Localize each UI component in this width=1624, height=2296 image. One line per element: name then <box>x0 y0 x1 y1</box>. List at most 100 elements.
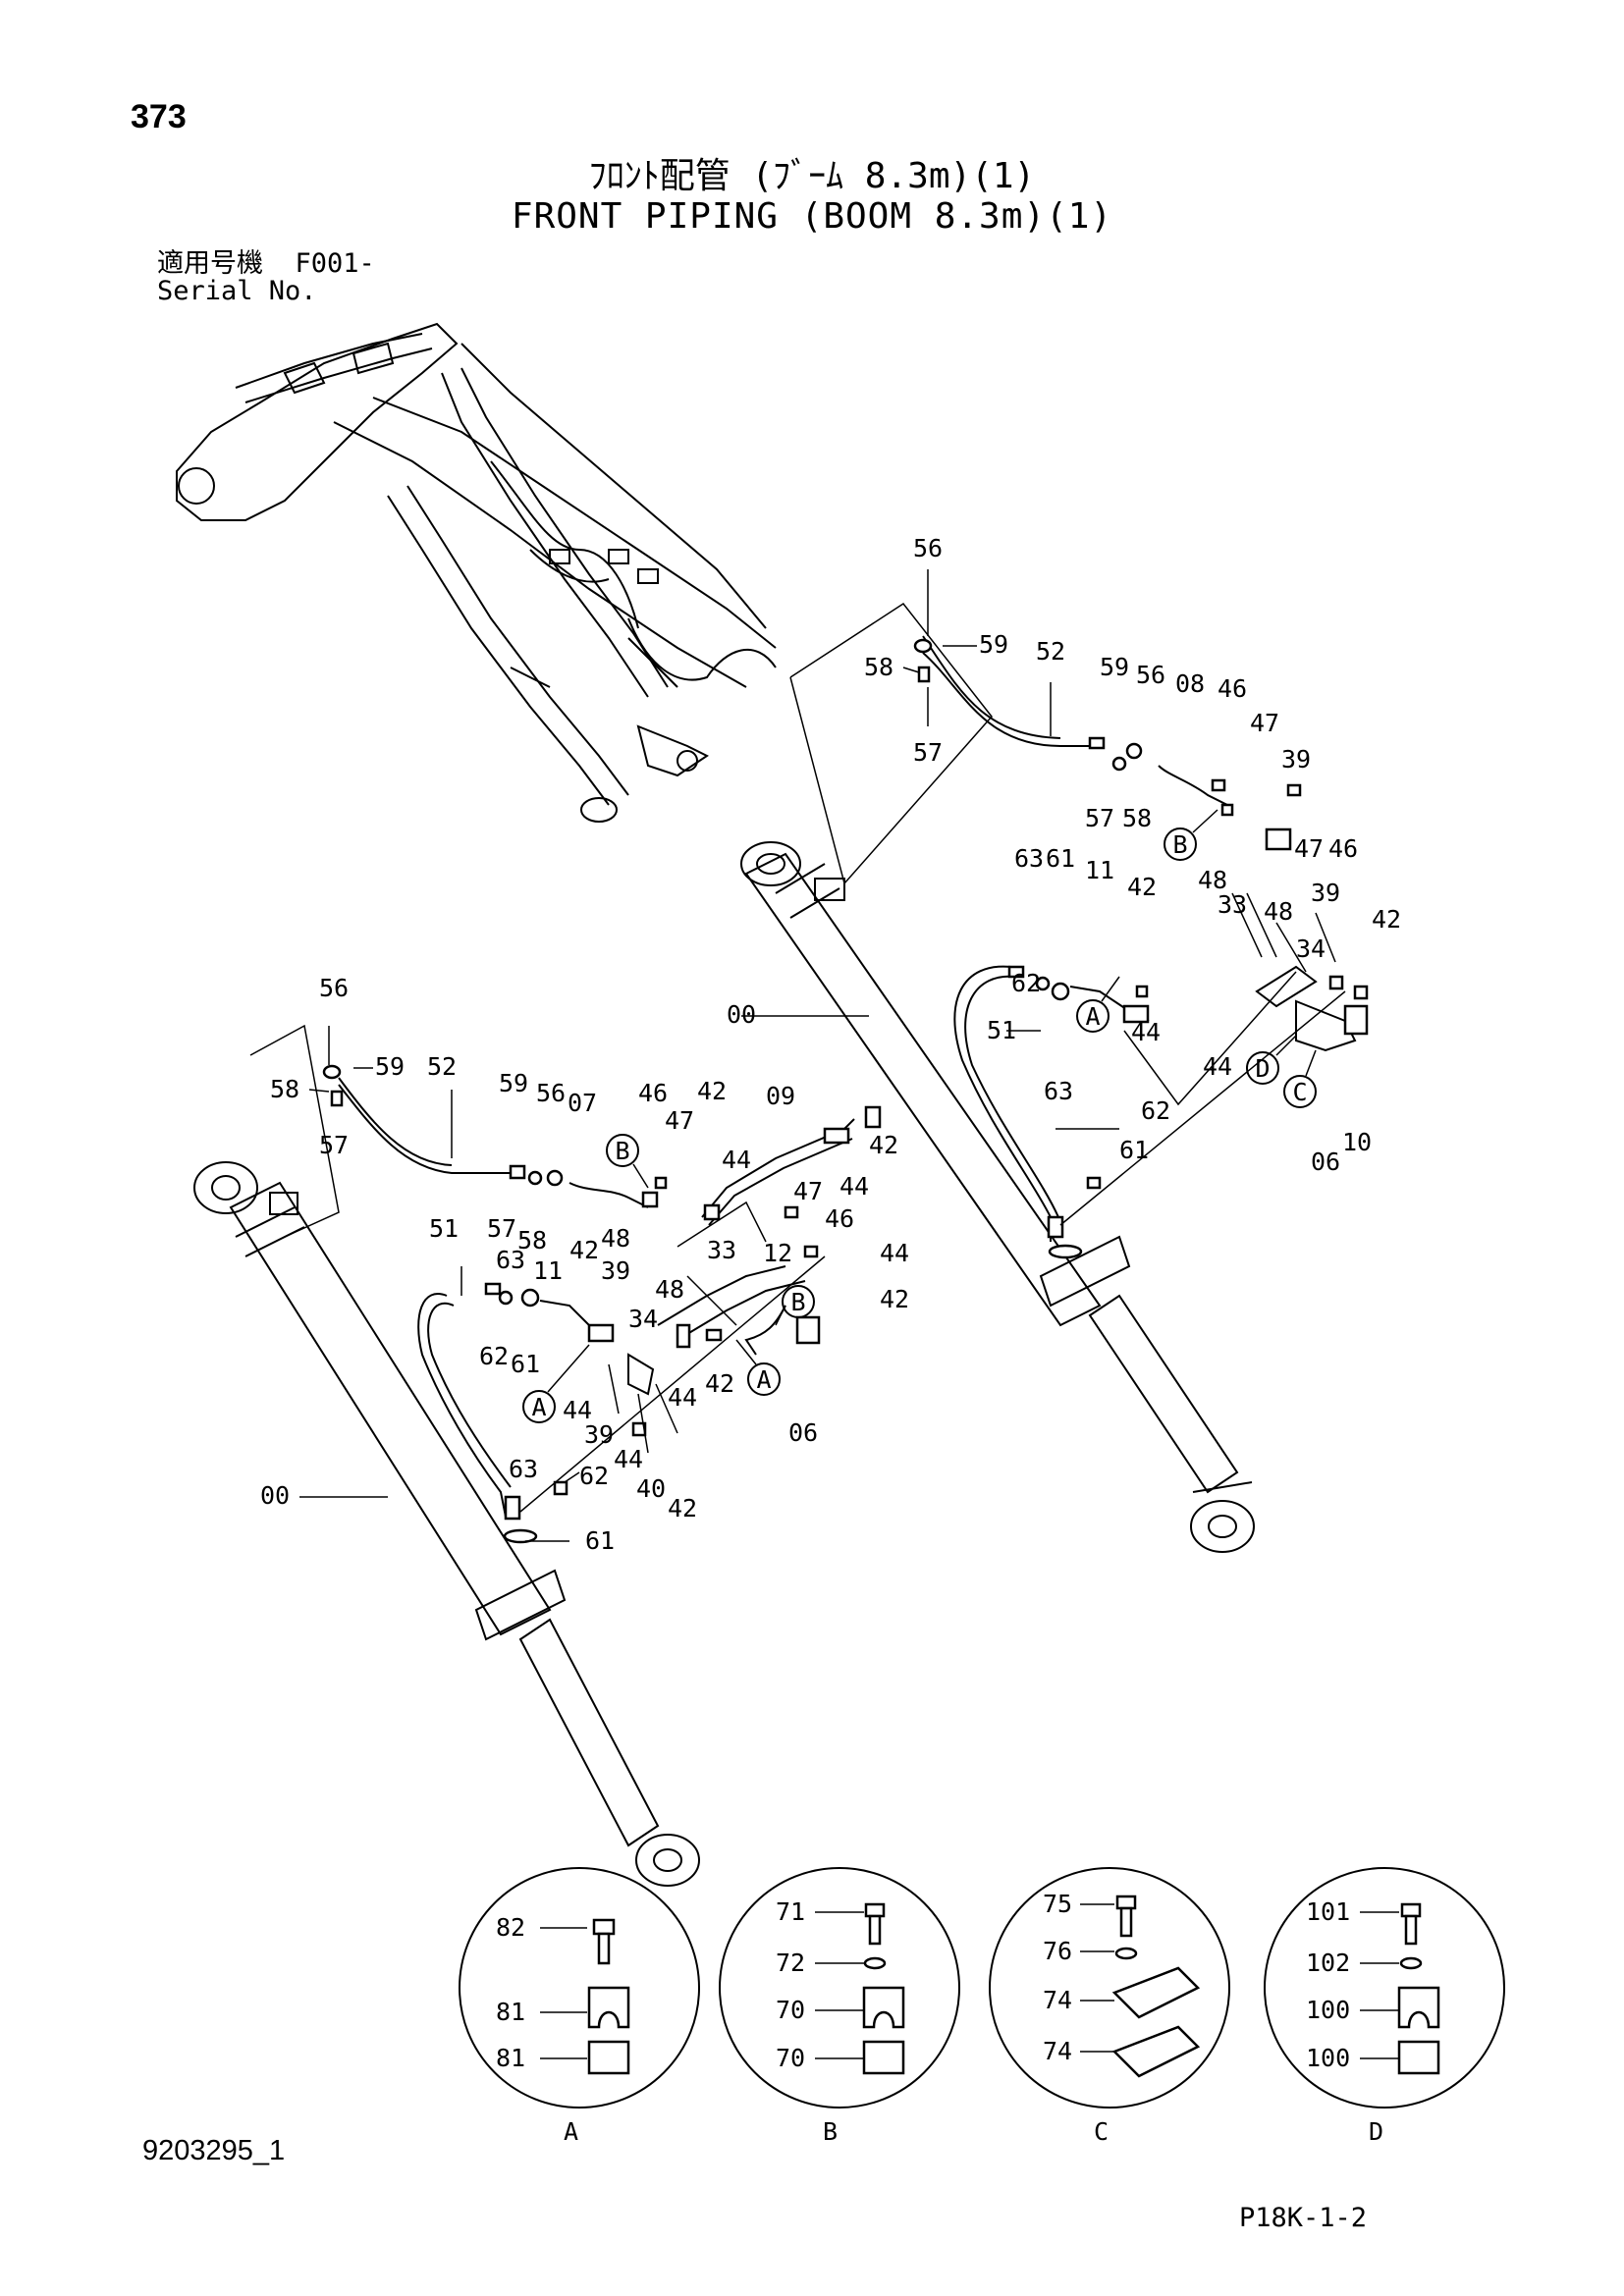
callout: 61 <box>585 1526 615 1555</box>
callout: 34 <box>628 1305 658 1333</box>
detail-c-part-3: 74 <box>1043 1986 1072 2014</box>
callout: 44 <box>722 1146 751 1174</box>
serial-number-block: 適用号機 F001- Serial No. <box>157 250 375 305</box>
callout: 44 <box>614 1445 643 1473</box>
detail-d-part-1: 101 <box>1306 1897 1350 1926</box>
callout: 62 <box>579 1462 609 1490</box>
callout: 63 <box>496 1246 525 1274</box>
callout: 56 <box>536 1079 566 1107</box>
callout: 00 <box>260 1481 290 1510</box>
bubble-c-right: C <box>1283 1049 1317 1108</box>
detail-b-part-2: 72 <box>776 1949 805 1977</box>
callout: 59 <box>375 1052 405 1081</box>
callout: 07 <box>568 1089 597 1117</box>
detail-a-part-2: 81 <box>496 1998 525 2026</box>
left-boom-cylinder <box>193 1161 700 1887</box>
callout: 48 <box>601 1224 630 1253</box>
callout: 06 <box>1311 1148 1340 1176</box>
detail-view-c: 75 76 74 74 C <box>989 1867 1230 2146</box>
callout: 46 <box>638 1079 668 1107</box>
letter-bubbles: B A D C B B A A <box>522 809 1317 1423</box>
callout: 57 <box>1085 804 1114 832</box>
page-title-japanese: ﾌﾛﾝﾄ配管 (ﾌﾞｰﾑ 8.3m)(1) <box>588 156 1036 196</box>
callout: 57 <box>913 738 943 767</box>
callout: 62 <box>1011 969 1041 997</box>
callout: 44 <box>1131 1018 1161 1046</box>
callout: 42 <box>697 1077 727 1105</box>
detail-b-part-3: 70 <box>776 1996 805 2024</box>
callout: 33 <box>707 1236 736 1264</box>
detail-b-label: B <box>823 2117 838 2146</box>
detail-view-a: 82 81 81 A <box>459 1867 700 2146</box>
callout: 52 <box>427 1052 457 1081</box>
callout: 48 <box>1264 897 1293 926</box>
leader-lines <box>299 569 1119 1542</box>
callout: 63 <box>1044 1077 1073 1105</box>
callout: 62 <box>1141 1096 1170 1125</box>
callout: 61 <box>511 1350 540 1378</box>
callout: 12 <box>763 1239 792 1267</box>
callout: 63 <box>509 1455 538 1483</box>
callout: 42 <box>668 1494 697 1522</box>
callout: 42 <box>1372 905 1401 934</box>
bubble-b-right: B <box>1164 809 1218 861</box>
callout: 39 <box>1311 879 1340 907</box>
callout: 59 <box>499 1069 528 1097</box>
callout: 10 <box>1342 1128 1372 1156</box>
serial-row-japanese: 適用号機 F001- <box>157 250 375 278</box>
callout: 63 <box>1014 844 1044 873</box>
page-title-english: FRONT PIPING (BOOM 8.3m)(1) <box>511 196 1113 237</box>
detail-a-label: A <box>564 2117 578 2146</box>
callout: 44 <box>563 1396 592 1424</box>
callout: 58 <box>1122 804 1152 832</box>
detail-view-d: 101 102 100 100 D <box>1264 1867 1505 2146</box>
callout: 48 <box>1198 866 1227 894</box>
callout: 48 <box>655 1275 684 1304</box>
bubble-letter: C <box>1292 1078 1307 1106</box>
detail-c-part-1: 75 <box>1043 1890 1072 1918</box>
callout: 51 <box>987 1016 1016 1044</box>
callout: 44 <box>668 1383 697 1412</box>
callout-numbers: 56 59 58 57 52 59 56 08 46 47 39 57 58 4… <box>260 534 1401 1555</box>
page-number: 373 <box>131 98 187 135</box>
detail-c-label: C <box>1094 2117 1109 2146</box>
detail-a-part-1: 82 <box>496 1913 525 1942</box>
callout: 59 <box>1100 653 1129 681</box>
bubble-a-center: A <box>735 1339 781 1396</box>
callout: 11 <box>533 1256 563 1285</box>
callout: 52 <box>1036 637 1065 666</box>
callout: 56 <box>319 974 349 1002</box>
detail-c-part-4: 74 <box>1043 2037 1072 2065</box>
callout: 09 <box>766 1082 795 1110</box>
callout: 47 <box>665 1106 694 1135</box>
right-boom-cylinder <box>740 841 1255 1553</box>
boom-assembly-illustration <box>176 322 777 823</box>
detail-a-part-3: 81 <box>496 2044 525 2072</box>
callout: 46 <box>825 1204 854 1233</box>
callout: 56 <box>913 534 943 562</box>
callout: 42 <box>880 1285 909 1313</box>
bubble-b-left-upper: B <box>606 1134 649 1189</box>
callout: 46 <box>1218 674 1247 703</box>
serial-label-english: Serial No. <box>157 276 317 306</box>
bubble-letter: B <box>1172 830 1187 859</box>
callout: 51 <box>429 1214 459 1243</box>
detail-view-b: 71 72 70 70 B <box>719 1867 960 2146</box>
right-piping-group <box>789 602 1369 1259</box>
callout: 00 <box>727 1000 756 1029</box>
callout: 44 <box>1203 1052 1232 1081</box>
callout: 39 <box>584 1420 614 1449</box>
callout: 57 <box>487 1214 516 1243</box>
callout: 57 <box>319 1131 349 1159</box>
bubble-letter: A <box>1085 1002 1100 1031</box>
callout: 47 <box>793 1177 823 1205</box>
callout: 33 <box>1218 890 1247 919</box>
detail-b-part-4: 70 <box>776 2044 805 2072</box>
serial-label-japanese: 適用号機 <box>157 248 263 279</box>
callout: 34 <box>1296 934 1326 963</box>
callout: 39 <box>1281 745 1311 774</box>
callout: 44 <box>880 1239 909 1267</box>
callout: 47 <box>1294 834 1324 863</box>
detail-d-part-4: 100 <box>1306 2044 1350 2072</box>
